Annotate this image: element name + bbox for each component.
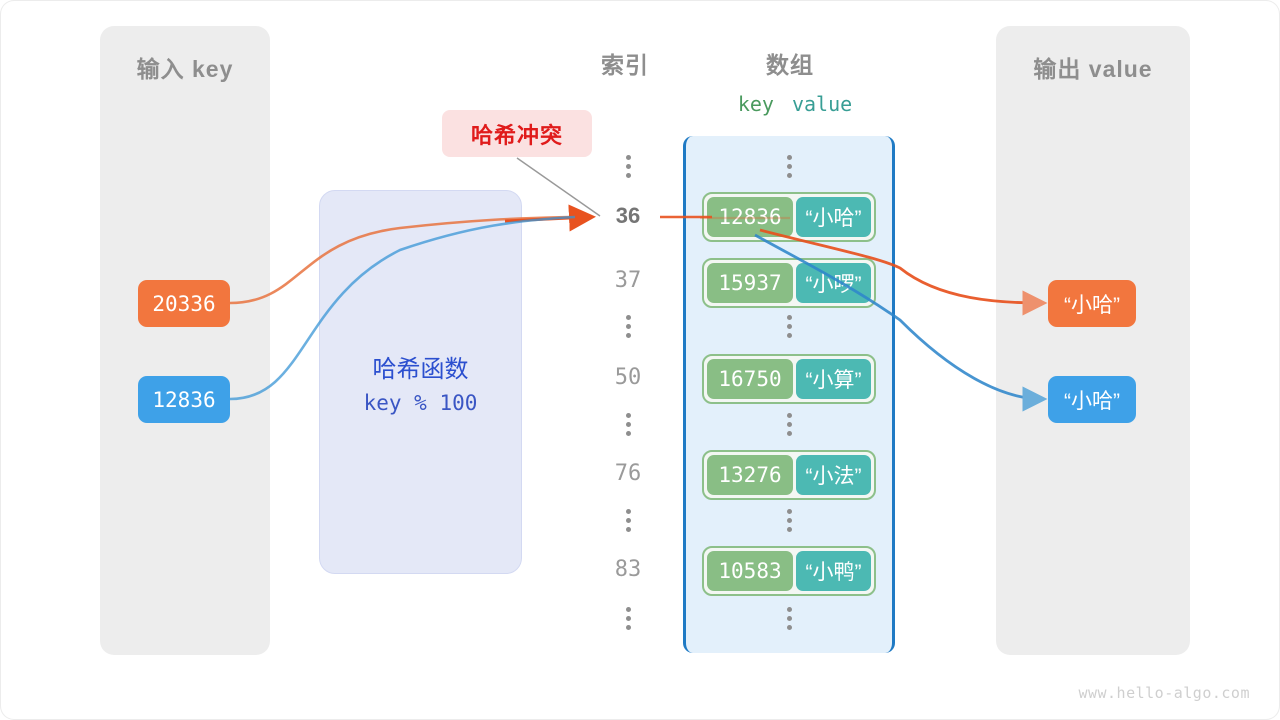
watermark: www.hello-algo.com (1078, 684, 1250, 702)
hash-function-title: 哈希函数 (372, 356, 469, 383)
index-ellipsis (598, 315, 658, 338)
index-ellipsis (598, 607, 658, 630)
index-ellipsis (598, 155, 658, 178)
bucket-key: 12836 (707, 197, 793, 237)
bucket-cell[interactable]: 12836“小哈” (702, 192, 876, 242)
bucket-value: “小鸭” (796, 551, 871, 591)
output-value-chip-1[interactable]: “小哈” (1048, 280, 1136, 327)
bucket-ellipsis (683, 413, 895, 436)
index-label-36: 36 (615, 203, 641, 228)
bucket-ellipsis (683, 315, 895, 338)
index-label-76: 76 (614, 461, 642, 486)
bucket-cell[interactable]: 10583“小鸭” (702, 546, 876, 596)
array-column-header: 数组 (766, 52, 814, 78)
bucket-key: 13276 (707, 455, 793, 495)
bucket-ellipsis (683, 155, 895, 178)
key-value-header: key value (700, 92, 890, 116)
output-panel-title: 输出 value (1033, 56, 1153, 82)
index-ellipsis (598, 413, 658, 436)
hash-collision-label: 哈希冲突 (442, 110, 592, 157)
index-label-37: 37 (614, 268, 642, 293)
value-header-label: value (791, 92, 853, 116)
bucket-ellipsis (683, 509, 895, 532)
bucket-value: “小法” (796, 455, 871, 495)
hash-function-box: 哈希函数 key % 100 (319, 190, 522, 574)
bucket-cell[interactable]: 13276“小法” (702, 450, 876, 500)
index-column-header: 索引 (601, 52, 649, 78)
bucket-value: “小啰” (796, 263, 871, 303)
bucket-key: 15937 (707, 263, 793, 303)
output-panel: 输出 value (996, 26, 1190, 655)
output-value-chip-2[interactable]: “小哈” (1048, 376, 1136, 423)
bucket-value: “小哈” (796, 197, 871, 237)
bucket-value: “小算” (796, 359, 871, 399)
key-header-label: key (737, 92, 774, 116)
index-label-50: 50 (614, 365, 642, 390)
input-key-chip-1[interactable]: 20336 (138, 280, 230, 327)
bucket-ellipsis (683, 607, 895, 630)
bucket-key: 16750 (707, 359, 793, 399)
input-key-chip-2[interactable]: 12836 (138, 376, 230, 423)
bucket-key: 10583 (707, 551, 793, 591)
input-panel: 输入 key (100, 26, 270, 655)
collision-leader-line (516, 157, 601, 217)
hash-function-formula: key % 100 (363, 391, 478, 415)
bucket-cell[interactable]: 16750“小算” (702, 354, 876, 404)
index-label-83: 83 (614, 557, 642, 582)
bucket-cell[interactable]: 15937“小啰” (702, 258, 876, 308)
input-panel-title: 输入 key (136, 56, 234, 82)
index-ellipsis (598, 509, 658, 532)
